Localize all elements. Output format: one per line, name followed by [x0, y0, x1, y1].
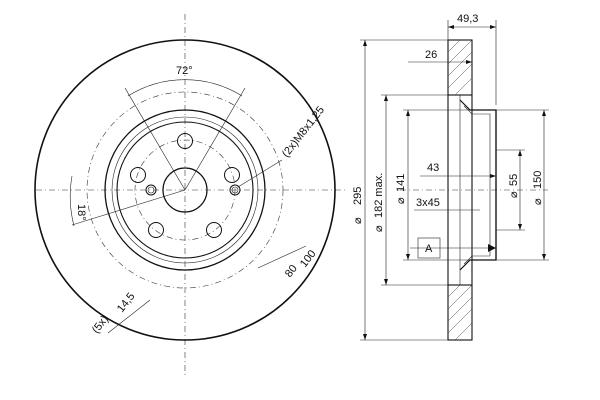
hat-profile [459, 99, 497, 271]
friction-ring-top [447, 39, 473, 96]
friction-ring-bottom [447, 284, 473, 341]
dimension-43-label: 43 [427, 162, 439, 174]
thread-hole [229, 184, 241, 196]
hole-count-callout: (5x) [90, 314, 111, 336]
hat-profile-inner [463, 105, 491, 265]
reference-circle-large [86, 91, 284, 289]
angle-72-label: 72° [176, 65, 193, 77]
angle-18-label: 18° [75, 204, 87, 221]
hat-depth-label: 26 [425, 49, 437, 61]
diameter-182-label: 182 max. [373, 173, 385, 218]
hole-diameter-callout: 14,5 [115, 291, 138, 315]
diameter-141-label: 141 [395, 174, 407, 192]
angle-arc-18 [69, 175, 75, 227]
outer-disc-circle [34, 39, 336, 341]
thread-hole-core [231, 186, 239, 194]
angle-line [124, 87, 186, 191]
hole-leader-line [107, 299, 151, 334]
hat-outer-circle [104, 109, 266, 271]
diameter-symbol: ⌀ [395, 197, 407, 204]
datum-box [417, 237, 441, 259]
angle-arc-72 [127, 79, 243, 97]
thread-holes [145, 184, 241, 196]
chamfer-label: 3x45 [416, 197, 440, 209]
bolt-hole [224, 167, 240, 183]
hat-face-circle [116, 121, 254, 259]
thread-hole-core [147, 186, 155, 194]
front-view: 72° 18° (2x)M8x1,25 (5x) 14,5 100 80 [34, 14, 345, 376]
bolt-holes [130, 133, 240, 238]
diameter-55-label: 55 [508, 174, 520, 186]
bolt-pitch-circle [134, 139, 236, 241]
angle-line [184, 87, 246, 191]
thickness-total-label: 49,3 [457, 13, 478, 25]
center-bore [162, 167, 208, 213]
bolt-hole [177, 133, 193, 149]
bolt-hole [206, 222, 222, 238]
bolt-hole [130, 167, 146, 183]
thread-hole [145, 184, 157, 196]
diameter-150-label: 150 [532, 171, 544, 189]
diameter-leader-line [257, 245, 307, 269]
thread-callout: (2x)M8x1,25 [280, 104, 327, 160]
diameter-symbol: ⌀ [373, 225, 385, 232]
hat-inner-circle [111, 116, 259, 264]
angle-line-18 [71, 189, 186, 226]
datum-label: A [425, 243, 433, 255]
diameter-80-label: 80 [283, 263, 300, 280]
diameter-symbol: ⌀ [352, 217, 364, 224]
thread-leader-line [237, 159, 283, 188]
diameter-symbol: ⌀ [508, 191, 520, 198]
diameter-100-label: 100 [298, 248, 319, 270]
diameter-symbol: ⌀ [532, 198, 544, 205]
diameter-295-label: 295 [352, 187, 364, 205]
side-view: 49,3 26 295 ⌀ 182 max. ⌀ 141 ⌀ 43 3x45 [352, 13, 549, 341]
bolt-hole [148, 222, 164, 238]
